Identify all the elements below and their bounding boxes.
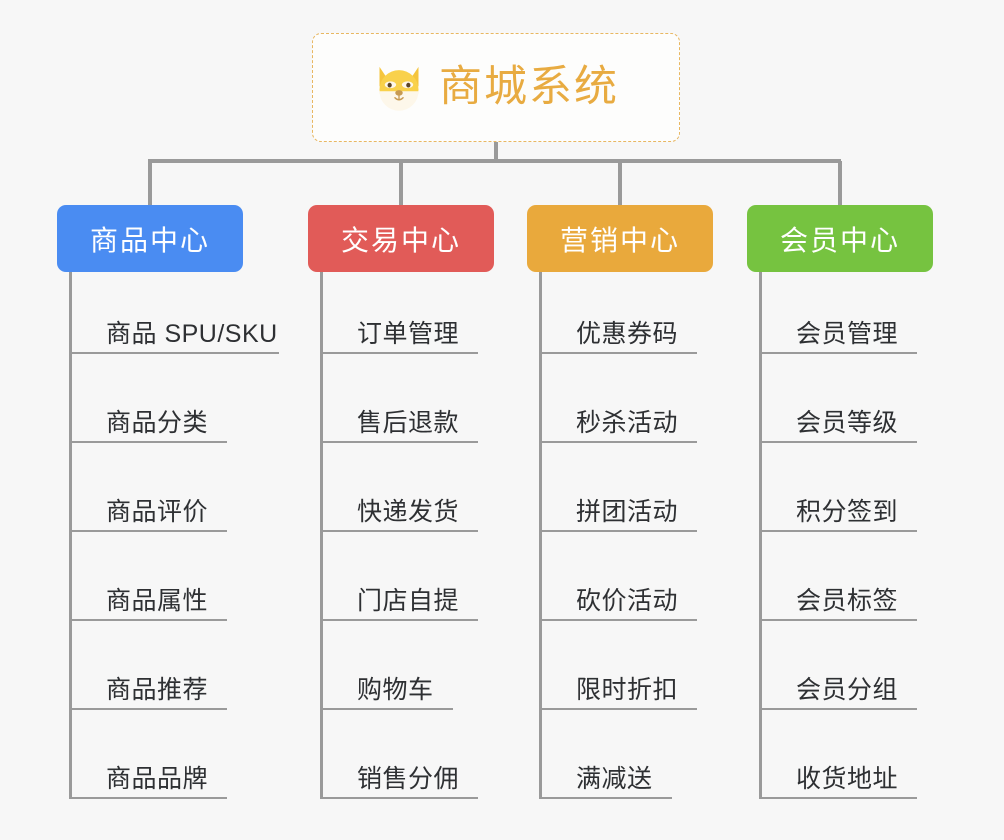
leaf-item[interactable]: 门店自提 <box>323 539 478 621</box>
leaf-item-label: 售后退款 <box>357 408 460 437</box>
category-label: 商品中心 <box>89 224 210 256</box>
leaf-item[interactable]: 满减送 <box>542 717 672 799</box>
category-box-4[interactable]: 会员中心 <box>747 205 933 272</box>
leaf-item-label: 优惠券码 <box>576 319 679 348</box>
leaf-item[interactable]: 订单管理 <box>323 272 478 354</box>
leaf-item-label: 商品 SPU/SKU <box>106 319 278 348</box>
leaf-item-label: 积分签到 <box>796 497 899 526</box>
leaf-item-label: 满减送 <box>576 764 653 793</box>
leaf-item-label: 商品品牌 <box>106 764 209 793</box>
leaf-spine <box>69 272 72 799</box>
page-title: 商城系统 <box>439 63 619 111</box>
leaf-item[interactable]: 收货地址 <box>762 717 917 799</box>
category-label: 会员中心 <box>779 224 900 256</box>
leaf-item-label: 商品评价 <box>106 497 209 526</box>
leaf-item[interactable]: 限时折扣 <box>542 628 697 710</box>
connector-drop-4 <box>838 161 842 207</box>
dog-face-icon <box>379 66 419 111</box>
leaf-item[interactable]: 优惠券码 <box>542 272 697 354</box>
leaf-item[interactable]: 会员标签 <box>762 539 917 621</box>
category-box-2[interactable]: 交易中心 <box>308 205 494 272</box>
leaf-spine <box>759 272 762 799</box>
leaf-item-label: 快递发货 <box>357 497 460 526</box>
category-box-3[interactable]: 营销中心 <box>527 205 713 272</box>
leaf-item[interactable]: 商品品牌 <box>72 717 227 799</box>
connector-stem <box>494 142 498 163</box>
leaf-item-label: 商品属性 <box>106 586 209 615</box>
leaf-item-label: 收货地址 <box>796 764 899 793</box>
leaf-item-label: 秒杀活动 <box>576 408 679 437</box>
leaf-item[interactable]: 会员等级 <box>762 361 917 443</box>
leaf-spine <box>539 272 542 799</box>
leaf-item[interactable]: 销售分佣 <box>323 717 478 799</box>
leaf-item-label: 会员等级 <box>796 408 899 437</box>
category-box-1[interactable]: 商品中心 <box>57 205 243 272</box>
leaf-item[interactable]: 购物车 <box>323 628 453 710</box>
connector-bus <box>148 159 841 163</box>
connector-drop-1 <box>148 161 152 207</box>
leaf-item-label: 会员管理 <box>796 319 899 348</box>
leaf-item[interactable]: 售后退款 <box>323 361 478 443</box>
leaf-item[interactable]: 商品属性 <box>72 539 227 621</box>
leaf-item[interactable]: 会员分组 <box>762 628 917 710</box>
leaf-item[interactable]: 拼团活动 <box>542 450 697 532</box>
leaf-item-label: 购物车 <box>357 675 434 704</box>
root-node-card[interactable]: 商城系统 <box>312 33 680 142</box>
category-label: 营销中心 <box>559 224 680 256</box>
leaf-item-label: 拼团活动 <box>576 497 679 526</box>
leaf-item[interactable]: 会员管理 <box>762 272 917 354</box>
leaf-item[interactable]: 秒杀活动 <box>542 361 697 443</box>
connector-drop-3 <box>618 161 622 207</box>
leaf-item[interactable]: 积分签到 <box>762 450 917 532</box>
leaf-item[interactable]: 商品分类 <box>72 361 227 443</box>
leaf-item-label: 商品推荐 <box>106 675 209 704</box>
leaf-item[interactable]: 商品推荐 <box>72 628 227 710</box>
connector-drop-2 <box>399 161 403 207</box>
leaf-item-label: 销售分佣 <box>357 764 460 793</box>
leaf-item-label: 会员分组 <box>796 675 899 704</box>
leaf-item[interactable]: 快递发货 <box>323 450 478 532</box>
category-label: 交易中心 <box>340 224 461 256</box>
leaf-item-label: 商品分类 <box>106 408 209 437</box>
leaf-item-label: 限时折扣 <box>576 675 679 704</box>
leaf-item[interactable]: 商品评价 <box>72 450 227 532</box>
leaf-item[interactable]: 商品 SPU/SKU <box>72 272 279 354</box>
leaf-item-label: 门店自提 <box>357 586 460 615</box>
leaf-item-label: 订单管理 <box>357 319 460 348</box>
leaf-item[interactable]: 砍价活动 <box>542 539 697 621</box>
leaf-item-label: 会员标签 <box>796 586 899 615</box>
leaf-item-label: 砍价活动 <box>576 586 679 615</box>
leaf-spine <box>320 272 323 799</box>
